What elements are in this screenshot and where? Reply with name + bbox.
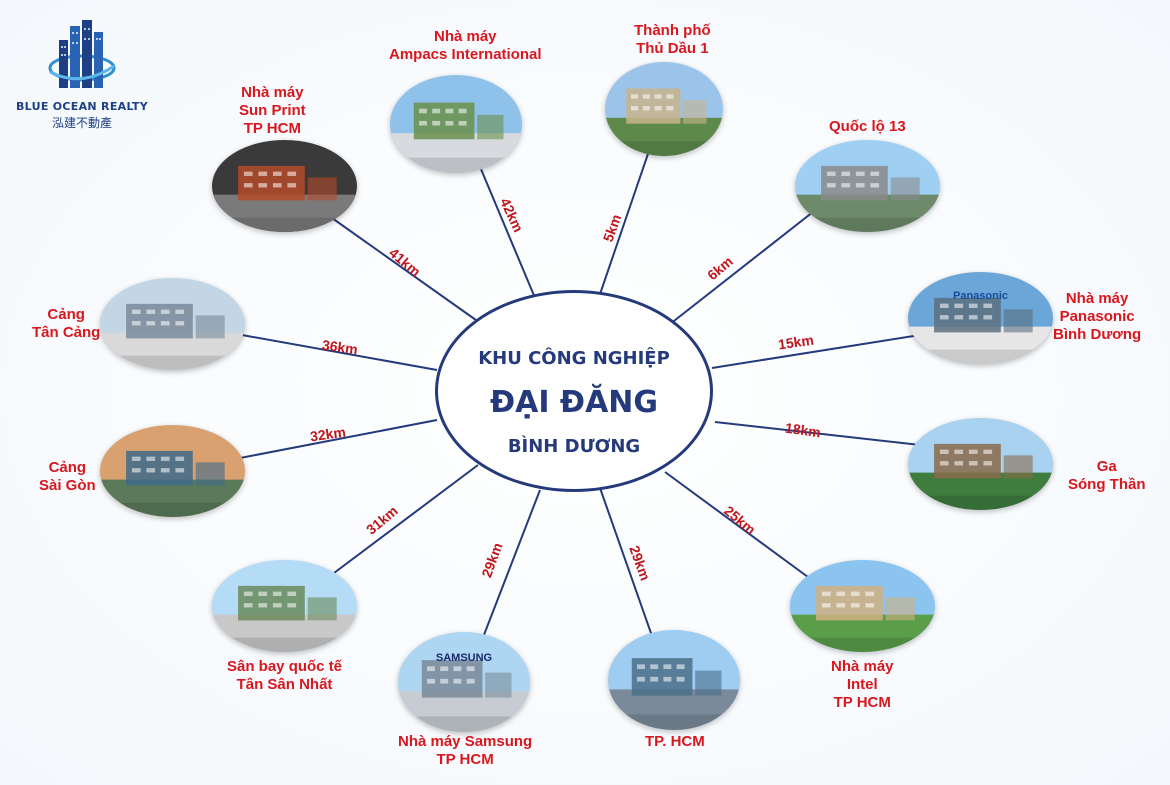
connector-ql13 [664, 207, 819, 329]
hcmc-skyline-photo [608, 630, 740, 730]
label-line: Sóng Thần [1068, 476, 1146, 493]
highway-photo [795, 140, 940, 232]
label-line: TP HCM [833, 694, 891, 711]
city-aerial-photo [605, 62, 723, 156]
connector-panasonic [711, 334, 921, 369]
label-line: Cảng [48, 459, 87, 476]
label-line: Ampacs International [389, 46, 542, 63]
samsung-factory-photo: SAMSUNG [398, 632, 530, 732]
hub-line-1: KHU CÔNG NGHIỆP [478, 348, 670, 369]
label-line: Nhà máy [434, 28, 497, 45]
sun-print-factory-photo [212, 140, 357, 232]
airport-photo [212, 560, 357, 652]
label-line: Tân Cảng [32, 324, 101, 341]
label-line: TP HCM [436, 751, 494, 768]
brand-subtitle: 泓建不動產 [51, 116, 112, 130]
panasonic-factory-photo: Panasonic [908, 272, 1053, 364]
connector-cang-tan-cang [241, 334, 438, 371]
ampacs-factory-photo [390, 75, 522, 173]
label-line: Nhà máy [1065, 290, 1129, 307]
label-line: Sun Print [239, 102, 306, 119]
label-line: TP HCM [243, 120, 301, 137]
connector-ampacs [477, 161, 539, 306]
intel-factory-photo [790, 560, 935, 652]
connector-thu-dau-mot [597, 147, 651, 301]
connector-samsung [481, 489, 541, 641]
label-line: Nhà máy Samsung [398, 733, 533, 750]
connector-tan-son-nhat [321, 464, 479, 583]
label-line: Sài Gòn [39, 477, 96, 494]
label-line: Thành phố [634, 22, 711, 39]
label-line: Bình Dương [1053, 326, 1142, 343]
connector-cang-sai-gon [239, 419, 438, 459]
label-line: Tân Sân Nhất [236, 676, 333, 693]
connector-sun-print [331, 217, 491, 331]
connector-intel [664, 471, 813, 581]
label-line: Nhà máy [831, 658, 894, 675]
label-line: Sân bay quốc tế [227, 658, 343, 675]
train-station-photo [908, 418, 1053, 510]
label-line: Nhà máy [241, 84, 304, 101]
label-line: Ga [1096, 458, 1117, 475]
label-ql13: Quốc lộ 13 [829, 118, 906, 136]
brand-logo: BLUE OCEAN REALTY 泓建不動產 [12, 18, 152, 131]
label-line: Intel [846, 676, 878, 693]
sign-text: Panasonic [952, 290, 1009, 302]
center-hub: KHU CÔNG NGHIỆP ĐẠI ĐĂNG BÌNH DƯƠNG [435, 290, 713, 492]
hub-line-2: ĐẠI ĐĂNG [489, 385, 659, 420]
connector-song-than [714, 421, 921, 446]
port-saigon-photo [100, 425, 245, 517]
label-line: TP. HCM [645, 733, 705, 750]
brand-name: BLUE OCEAN REALTY [15, 100, 149, 113]
label-line: Quốc lộ 13 [829, 118, 906, 135]
label-line: Panasonic [1059, 308, 1135, 325]
port-tan-cang-photo [100, 278, 245, 370]
label-line: Cảng [47, 306, 85, 323]
sign-text: SAMSUNG [435, 652, 493, 664]
label-tphcm: TP. HCM [645, 733, 705, 751]
connector-tphcm [599, 487, 653, 637]
hub-line-3: BÌNH DƯƠNG [507, 436, 641, 457]
building-globe-icon [48, 20, 116, 88]
label-line: Thủ Dầu 1 [636, 40, 709, 57]
